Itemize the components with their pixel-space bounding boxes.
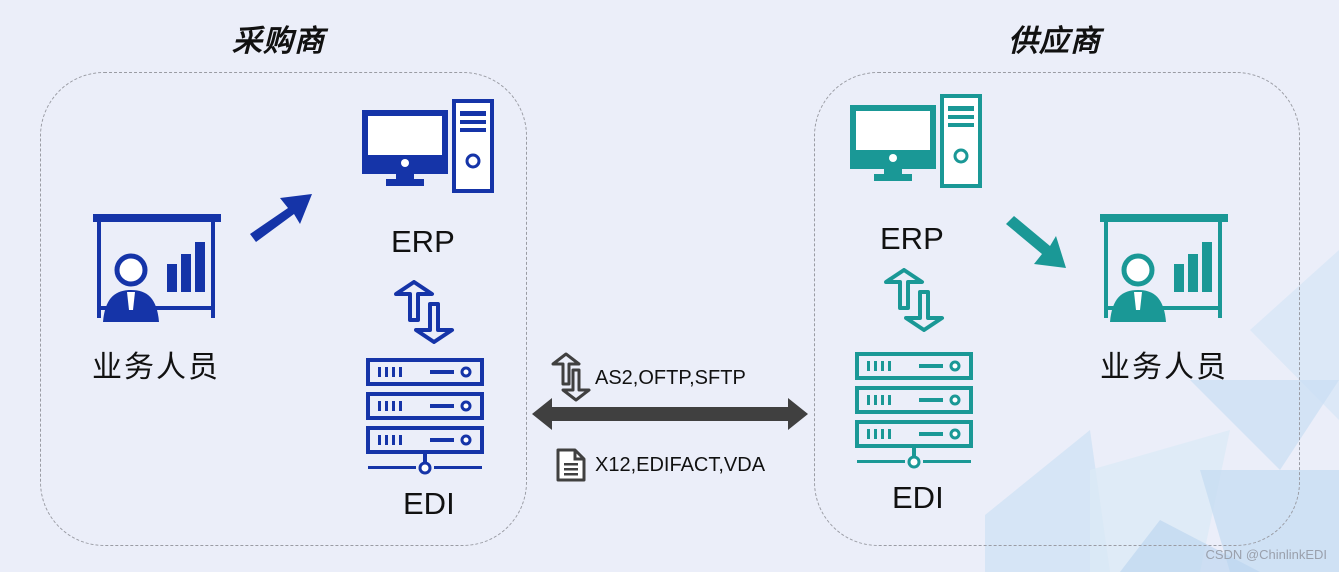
message-standards-label: X12,EDIFACT,VDA <box>595 454 766 476</box>
buyer-edi-label: EDI <box>403 486 455 521</box>
buyer-panel <box>40 72 527 546</box>
presenter-board-icon <box>93 214 221 322</box>
sync-arrows-icon <box>394 280 454 344</box>
watermark: CSDN @ChinlinkEDI <box>1205 547 1327 562</box>
buyer-person-label: 业务人员 <box>92 350 220 385</box>
supplier-edi-label: EDI <box>892 480 944 515</box>
buyer-heading: 采购商 <box>232 24 325 59</box>
buyer-erp-label: ERP <box>391 224 455 259</box>
transport-protocols-label: AS2,OFTP,SFTP <box>595 367 746 389</box>
arrow-up-right-icon <box>250 194 312 242</box>
server-rack-icon <box>366 358 484 475</box>
desktop-computer-icon <box>362 99 494 193</box>
supplier-person-label: 业务人员 <box>1100 350 1228 385</box>
supplier-erp-label: ERP <box>880 221 944 256</box>
presenter-board-icon <box>1100 214 1228 322</box>
desktop-computer-icon <box>850 94 982 188</box>
supplier-panel <box>814 72 1300 546</box>
document-icon <box>556 448 586 482</box>
arrow-down-right-icon <box>1006 216 1066 268</box>
supplier-heading: 供应商 <box>1008 24 1101 59</box>
sync-arrows-icon <box>884 268 944 332</box>
server-rack-icon <box>855 352 973 469</box>
double-headed-arrow <box>532 398 808 430</box>
sync-arrows-small-icon <box>551 352 591 402</box>
